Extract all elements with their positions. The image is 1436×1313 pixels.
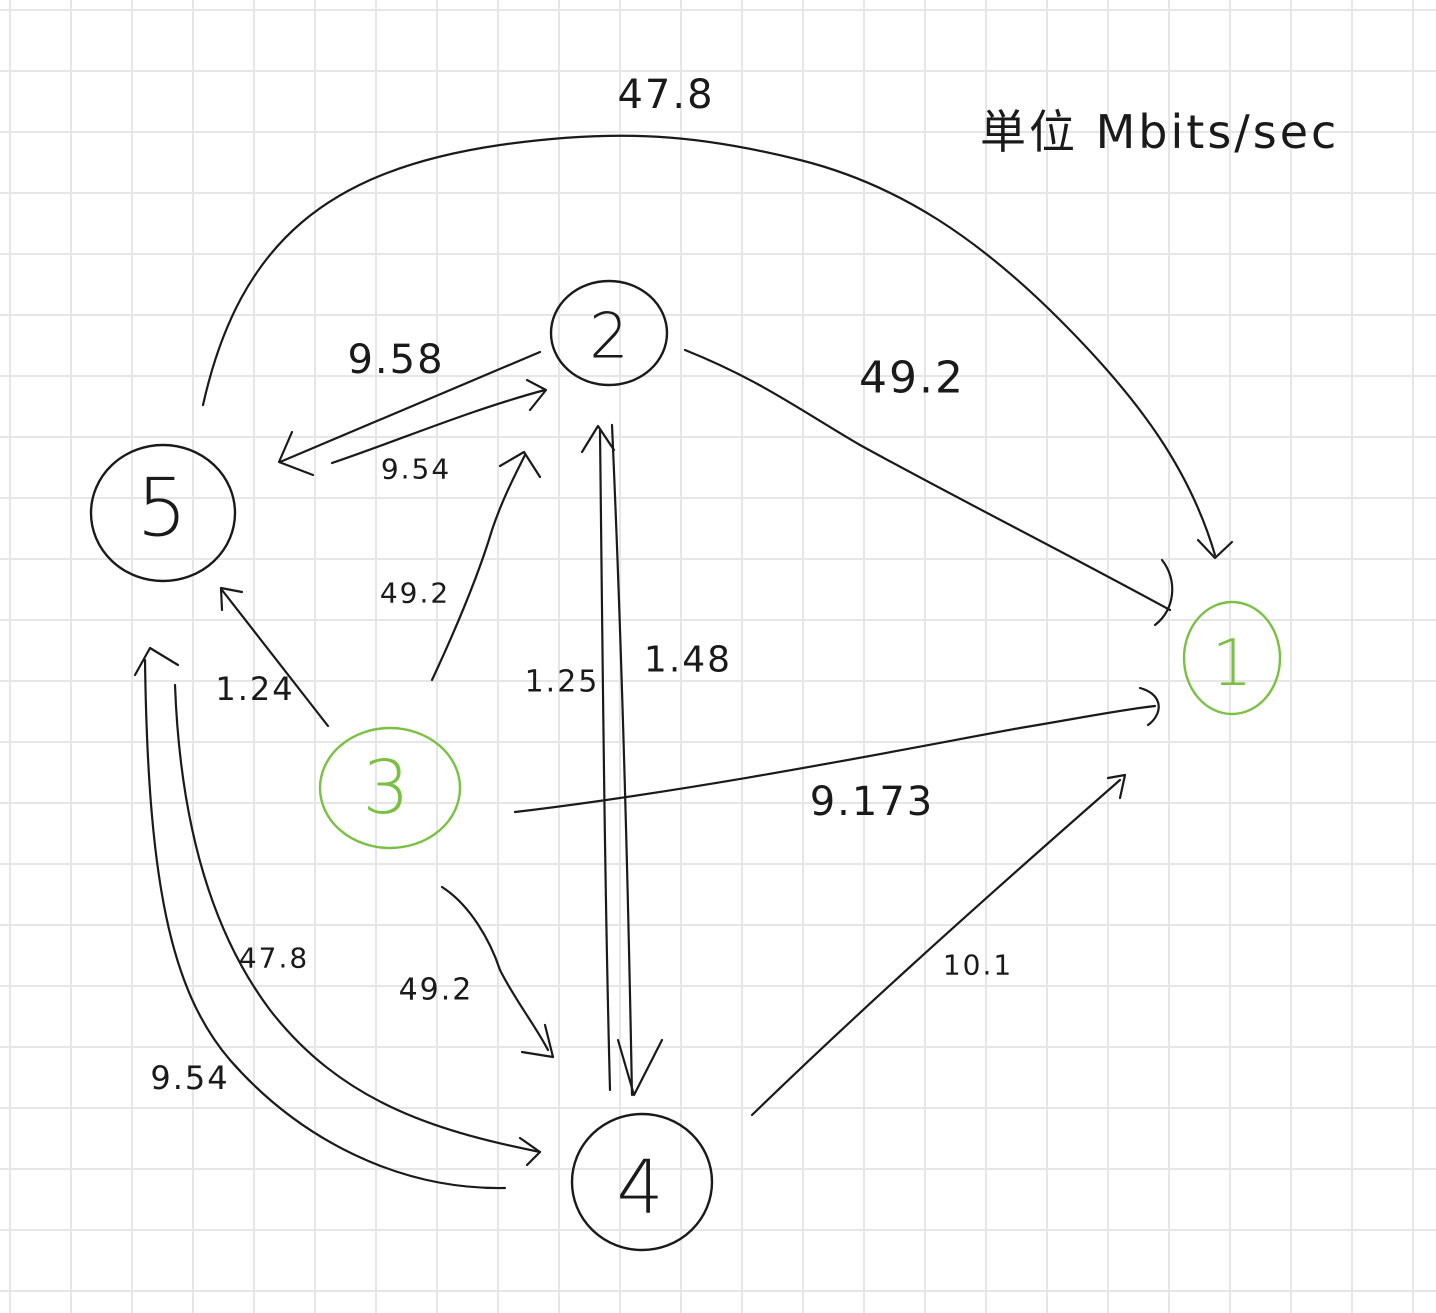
edge-label-3-to-2: 49.2 <box>380 577 450 610</box>
edge-label-2-to-1: 49.2 <box>859 353 965 404</box>
edge-3-to-2 <box>430 450 542 682</box>
edge-3-to-4 <box>440 885 555 1059</box>
node-5: 5 <box>89 443 237 583</box>
edge-label-5-to-2: 9.54 <box>381 453 451 486</box>
edge-label-3-to-4: 49.2 <box>399 973 474 1008</box>
node-3: 3 <box>318 726 462 850</box>
node-4: 4 <box>570 1112 714 1252</box>
edge-layer <box>133 134 1234 1190</box>
edge-4-to-1 <box>750 773 1127 1117</box>
edge-5-to-1 <box>201 134 1234 560</box>
edge-5-to-4 <box>173 683 542 1167</box>
node-label-4: 4 <box>616 1145 663 1231</box>
edge-label-4-to-5: 9.54 <box>150 1059 229 1097</box>
unit-note: 単位 Mbits/sec <box>980 105 1339 159</box>
edge-5-to-2 <box>330 378 548 465</box>
node-label-3: 3 <box>362 745 409 831</box>
node-label-1: 1 <box>1212 627 1253 701</box>
edge-label-3-to-5: 1.24 <box>215 670 294 708</box>
edge-label-4-to-2: 1.25 <box>525 665 600 700</box>
edge-label-3-to-1: 9.173 <box>810 779 935 825</box>
edge-label-4-to-1: 10.1 <box>943 949 1013 982</box>
edge-label-2-to-5: 9.58 <box>347 337 444 383</box>
node-2: 2 <box>549 279 669 387</box>
edge-label-2-to-4: 1.48 <box>644 640 732 681</box>
edge-4-to-5 <box>133 646 507 1190</box>
edge-3-to-5 <box>219 586 330 728</box>
node-layer: 1 2 3 4 5 <box>89 279 1282 1252</box>
edge-label-layer: 47.8 9.58 9.54 49.2 49.2 1.24 1.25 1.48 … <box>150 72 1013 1097</box>
node-label-5: 5 <box>137 462 188 555</box>
edge-label-5-to-1: 47.8 <box>617 72 714 118</box>
node-label-2: 2 <box>589 300 628 373</box>
edge-label-5-to-4: 47.8 <box>239 942 309 975</box>
edge-4-to-2 <box>580 424 616 1092</box>
node-1: 1 <box>1182 600 1282 716</box>
edge-2-to-1 <box>683 348 1174 627</box>
edge-2-to-5 <box>277 350 542 477</box>
edge-2-to-4 <box>610 423 664 1097</box>
edge-3-to-1 <box>513 686 1160 814</box>
